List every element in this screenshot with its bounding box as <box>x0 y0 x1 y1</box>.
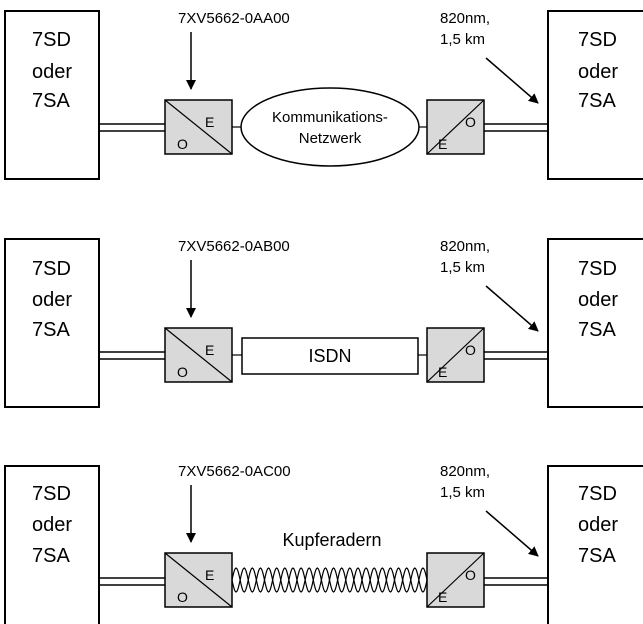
converter-left-top: E <box>205 114 214 130</box>
converter-left-bottom: O <box>177 136 188 152</box>
panel-1: 7SD oder 7SA 7SD oder 7SA E O O E Kommun… <box>4 10 643 180</box>
device-left-line-2: oder <box>32 289 72 311</box>
fiber-spec-line-1: 820nm, <box>440 463 490 480</box>
device-left-box <box>4 465 100 624</box>
fiber-spec-arrow <box>485 285 539 332</box>
communication-network-ellipse <box>240 87 420 167</box>
network-label-line-2: Netzwerk <box>299 130 362 147</box>
converter-right: O E <box>426 327 485 383</box>
fiber-spec-arrow <box>485 510 539 557</box>
device-left-line-3: 7SA <box>32 545 70 567</box>
converter-right-bottom: E <box>438 589 447 605</box>
device-right-line-2: oder <box>578 514 618 536</box>
fiber-spec-line-2: 1,5 km <box>440 259 485 276</box>
converter-right-bottom: E <box>438 136 447 152</box>
device-left-box <box>4 238 100 408</box>
device-left-line-3: 7SA <box>32 319 70 341</box>
isdn-box <box>241 337 419 375</box>
fiber-spec-line-1: 820nm, <box>440 238 490 255</box>
network-label-line-1: Kommunikations- <box>272 109 388 126</box>
converter-right-top: O <box>465 342 476 358</box>
device-left-box <box>4 10 100 180</box>
device-left-line-3: 7SA <box>32 90 70 112</box>
device-left-line-2: oder <box>32 61 72 83</box>
device-right-box <box>547 10 643 180</box>
converter-left-bottom: O <box>177 364 188 380</box>
panel-3: 7SD oder 7SA 7SD oder 7SA E O O E Kupfer… <box>4 463 643 624</box>
device-right-line-2: oder <box>578 61 618 83</box>
fiber-spec-line-2: 1,5 km <box>440 484 485 501</box>
device-right-box <box>547 465 643 624</box>
converter-left-top: E <box>205 567 214 583</box>
converter-left: E O <box>164 327 233 383</box>
device-left-line-2: oder <box>32 514 72 536</box>
device-left-line-1: 7SD <box>32 258 71 280</box>
converter-right-top: O <box>465 567 476 583</box>
panel-2: 7SD oder 7SA 7SD oder 7SA E O O E ISDN 7… <box>4 238 643 408</box>
converter-right: O E <box>426 99 485 155</box>
converter-left: E O <box>164 99 233 155</box>
converter-right: O E <box>426 552 485 608</box>
converter-right-bottom: E <box>438 364 447 380</box>
device-left-line-1: 7SD <box>32 29 71 51</box>
fiber-spec-line-2: 1,5 km <box>440 31 485 48</box>
device-right-line-3: 7SA <box>578 545 616 567</box>
converter-part-number: 7XV5662-0AA00 <box>178 10 290 27</box>
converter-part-number: 7XV5662-0AC00 <box>178 463 291 480</box>
device-right-box <box>547 238 643 408</box>
converter-part-number: 7XV5662-0AB00 <box>178 238 290 255</box>
device-right-line-1: 7SD <box>578 258 617 280</box>
device-left-line-1: 7SD <box>32 483 71 505</box>
device-right-line-3: 7SA <box>578 90 616 112</box>
converter-left-bottom: O <box>177 589 188 605</box>
device-right-line-3: 7SA <box>578 319 616 341</box>
device-right-line-1: 7SD <box>578 483 617 505</box>
converter-left-top: E <box>205 342 214 358</box>
converter-right-top: O <box>465 114 476 130</box>
copper-label: Kupferadern <box>282 530 381 550</box>
isdn-label: ISDN <box>308 346 351 366</box>
converter-left: E O <box>164 552 233 608</box>
copper-wire-strand <box>231 567 428 593</box>
device-right-line-2: oder <box>578 289 618 311</box>
fiber-spec-line-1: 820nm, <box>440 10 490 27</box>
device-right-line-1: 7SD <box>578 29 617 51</box>
fiber-spec-arrow <box>485 57 539 104</box>
